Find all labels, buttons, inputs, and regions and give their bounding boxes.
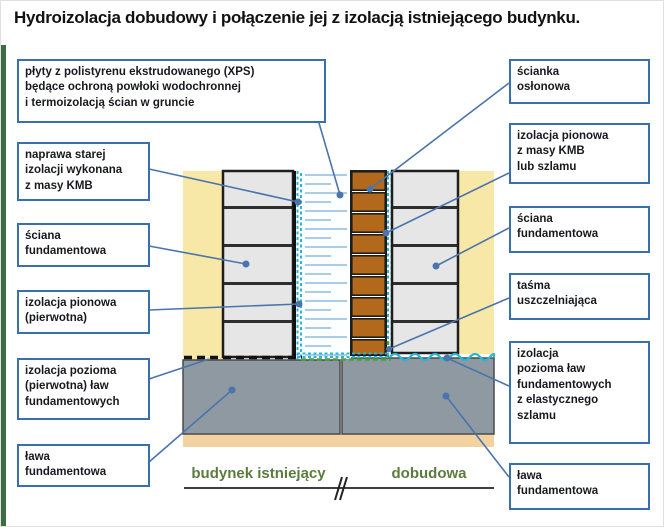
leader-dots xyxy=(228,185,451,400)
curtain-brick-wall xyxy=(350,170,387,356)
label-xps-plates: płyty z polistyrenu ekstrudowanego (XPS)… xyxy=(17,59,326,123)
label-footing-left: ława fundamentowa xyxy=(17,444,150,487)
zone-existing-building: budynek istniejący xyxy=(191,465,326,482)
label-foundation-wall-right: ściana fundamentowa xyxy=(509,206,650,253)
foundation-wall-extension xyxy=(390,169,460,355)
kmb-repair-layer xyxy=(296,171,302,359)
page-edge-strip xyxy=(1,45,6,526)
footing-extension xyxy=(341,357,495,435)
zone-extension: dobudowa xyxy=(391,465,467,482)
footing-existing xyxy=(182,359,341,435)
label-horizontal-insulation-original: izolacja pozioma (pierwotna) ław fundame… xyxy=(17,358,150,420)
new-horizontal-insulation-cyan xyxy=(297,352,390,358)
label-vertical-insulation-kmb: izolacja pionowa z masy KMB lub szlamu xyxy=(509,123,650,184)
page-title: Hydroizolacja dobudowy i połączenie jej … xyxy=(14,8,580,27)
soil-left xyxy=(183,171,223,361)
label-horizontal-insulation-slurry: izolacja pozioma ław fundamentowych z el… xyxy=(509,341,650,444)
label-footing-right: ława fundamentowa xyxy=(509,463,650,510)
soil-right xyxy=(458,171,494,354)
xps-plates-zone xyxy=(302,171,351,359)
label-old-insulation-repair: naprawa starej izolacji wykonana z masy … xyxy=(17,142,150,201)
subsoil-strip xyxy=(183,434,494,447)
leader-lines xyxy=(148,82,510,478)
zone-baseline xyxy=(184,476,494,501)
label-sealing-tape: taśma uszczelniająca xyxy=(509,273,650,320)
label-foundation-wall-left: ściana fundamentowa xyxy=(17,223,150,267)
label-vertical-insulation-original: izolacja pionowa (pierwotna) xyxy=(17,290,150,334)
label-curtain-wall: ścianka osłonowa xyxy=(509,59,650,104)
